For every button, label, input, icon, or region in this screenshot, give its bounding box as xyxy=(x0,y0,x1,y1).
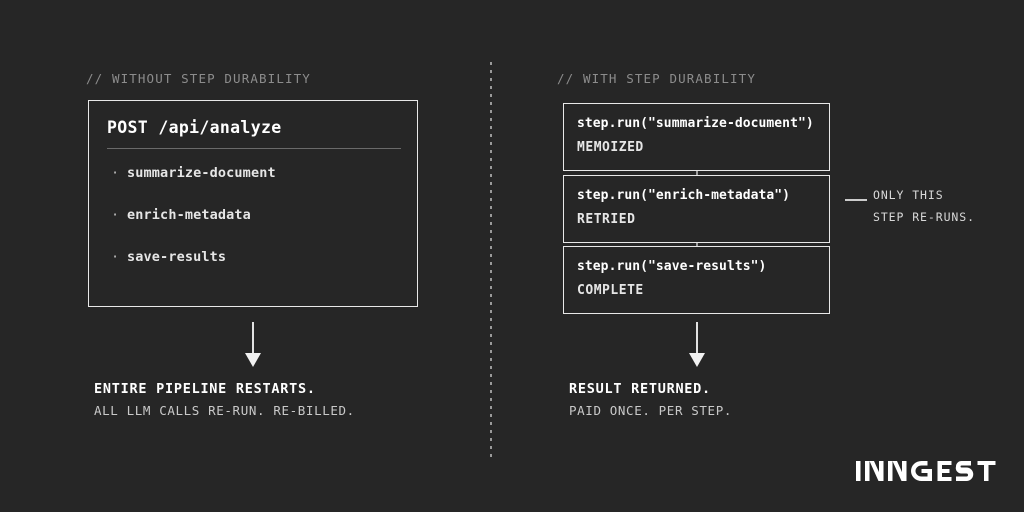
pipeline-step-label: summarize-document xyxy=(127,165,276,181)
step-status-badge: COMPLETE xyxy=(577,283,644,298)
step-box-save-results: step.run("save-results") COMPLETE xyxy=(563,246,830,314)
step-box-enrich-metadata: step.run("enrich-metadata") RETRIED xyxy=(563,175,830,243)
right-outcome-primary: RESULT RETURNED. xyxy=(569,381,711,397)
down-arrow-icon xyxy=(245,322,261,368)
bullet-icon: · xyxy=(111,249,120,265)
callout-line-1: ONLY THIS xyxy=(873,188,944,202)
inngest-logo xyxy=(856,458,996,484)
step-connector-line xyxy=(696,171,698,177)
pipeline-step-item: · enrich-metadata xyxy=(111,207,251,223)
callout-leader-line xyxy=(845,199,867,201)
pipeline-step-label: enrich-metadata xyxy=(127,207,251,223)
endpoint-title-divider xyxy=(107,148,401,149)
left-outcome-primary: ENTIRE PIPELINE RESTARTS. xyxy=(94,381,316,397)
pipeline-step-item: · save-results xyxy=(111,249,226,265)
bullet-icon: · xyxy=(111,207,120,223)
arrow-shaft xyxy=(696,322,698,354)
callout-line-2: STEP RE-RUNS. xyxy=(873,210,975,224)
step-call-label: step.run("summarize-document") xyxy=(577,116,814,131)
right-panel-comment: // WITH STEP DURABILITY xyxy=(557,71,756,86)
arrow-shaft xyxy=(252,322,254,354)
monolithic-endpoint-box: POST /api/analyze · summarize-document · e… xyxy=(88,100,418,307)
left-panel-comment: // WITHOUT STEP DURABILITY xyxy=(86,71,311,86)
step-box-summarize-document: step.run("summarize-document") MEMOIZED xyxy=(563,103,830,171)
arrow-head xyxy=(245,353,261,367)
step-call-label: step.run("save-results") xyxy=(577,259,767,274)
endpoint-title: POST /api/analyze xyxy=(107,118,282,137)
pipeline-step-label: save-results xyxy=(127,249,227,265)
step-status-badge: MEMOIZED xyxy=(577,140,644,155)
down-arrow-icon xyxy=(689,322,705,368)
vertical-dotted-divider xyxy=(490,62,492,462)
left-outcome-secondary: ALL LLM CALLS RE-RUN. RE-BILLED. xyxy=(94,403,355,418)
arrow-head xyxy=(689,353,705,367)
pipeline-step-item: · summarize-document xyxy=(111,165,276,181)
step-connector-line xyxy=(696,243,698,248)
right-outcome-secondary: PAID ONCE. PER STEP. xyxy=(569,403,733,418)
step-status-badge: RETRIED xyxy=(577,212,636,227)
bullet-icon: · xyxy=(111,165,120,181)
step-call-label: step.run("enrich-metadata") xyxy=(577,188,791,203)
